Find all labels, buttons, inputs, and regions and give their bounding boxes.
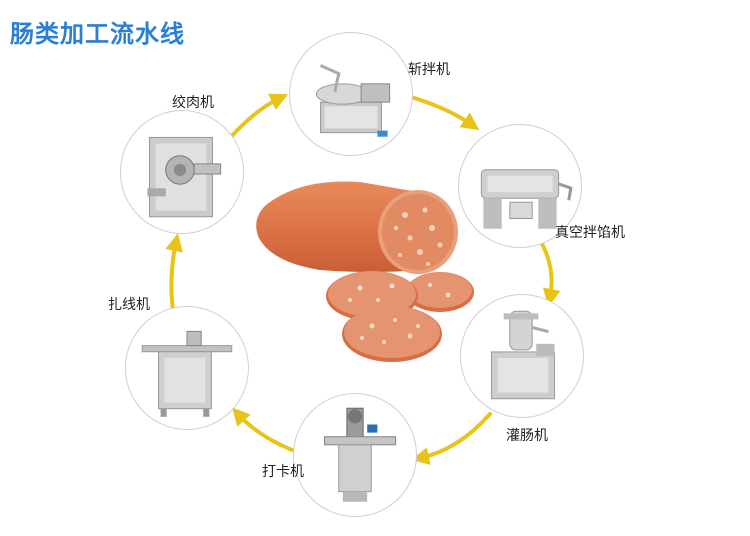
machine-clipper — [293, 393, 417, 517]
machine-label-clipper: 打卡机 — [262, 464, 304, 480]
clipping-machine-icon — [323, 407, 397, 502]
arrow-stuffer-to-clipper — [411, 412, 492, 465]
flow-arrows — [165, 93, 561, 465]
arrow-clipper-to-tying — [231, 407, 294, 452]
machine-vacuum-mixer — [458, 124, 582, 248]
machine-tying — [125, 306, 249, 430]
sausage-image — [256, 181, 474, 362]
machine-label-grinder: 绞肉机 — [172, 95, 214, 111]
vacuum-mixer-icon — [480, 169, 573, 229]
meat-grinder-icon — [147, 136, 222, 218]
machine-stuffer — [460, 294, 584, 418]
sausage-stuffer-icon — [490, 310, 556, 400]
machine-grinder — [120, 110, 244, 234]
machine-label-stuffer: 灌肠机 — [506, 428, 548, 444]
machine-label-vacuum-mixer: 真空拌馅机 — [555, 225, 625, 241]
arrow-chopper-to-mixer — [406, 94, 480, 131]
arrow-grinder-to-chopper — [228, 93, 289, 140]
page-title: 肠类加工流水线 — [10, 20, 185, 48]
bowl-chopper-icon — [315, 64, 391, 137]
machine-chopper — [289, 32, 413, 156]
arrow-mixer-to-stuffer — [538, 238, 561, 307]
machine-label-chopper: 斩拌机 — [408, 62, 450, 78]
machine-label-tying: 扎线机 — [108, 297, 150, 313]
tying-machine-icon — [141, 330, 233, 417]
